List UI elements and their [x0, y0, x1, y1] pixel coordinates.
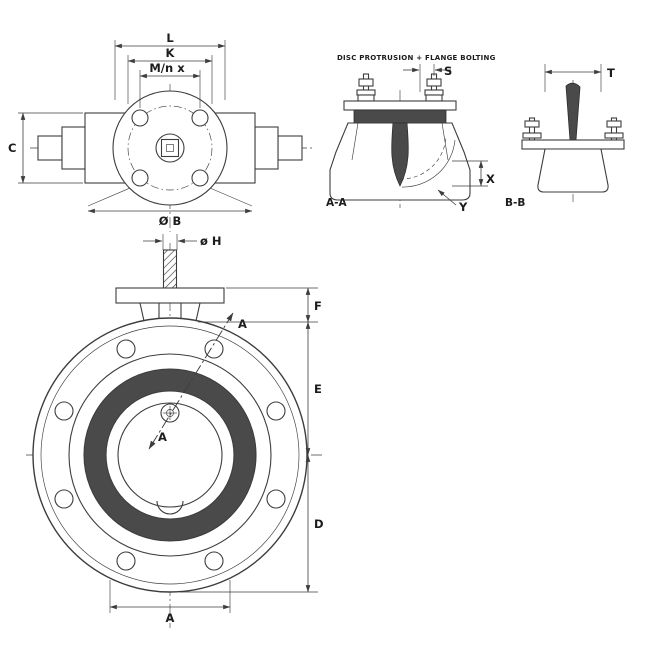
body-inner-wall [351, 122, 359, 161]
dim-label-y: Y [458, 200, 468, 214]
stem-square-drive [160, 138, 180, 158]
extension-line [209, 187, 253, 207]
dim-label-t: T [607, 66, 615, 80]
section-aa-label: A-A [326, 197, 347, 209]
body-inner-wall [441, 122, 449, 161]
dimension-B: Ø B [87, 187, 253, 228]
bolt-hole [191, 169, 209, 187]
bolt-hole [266, 489, 286, 509]
seat-section [353, 109, 447, 124]
bolt-hole [266, 401, 286, 421]
dim-label-mn: M/n x [149, 61, 185, 75]
disc-swing-arc-dashed [399, 136, 447, 180]
neck-outline [195, 302, 201, 322]
leader-arrow [437, 189, 457, 206]
dim-label-k: K [166, 46, 176, 60]
front-view: ø H [26, 234, 324, 628]
bolt-hole [191, 109, 209, 127]
bolt-nut [524, 120, 540, 128]
bolt-nut [426, 78, 442, 87]
bolt-nut [358, 78, 374, 87]
dim-label-f: F [314, 299, 322, 313]
dimension-H: ø H [143, 234, 222, 250]
section-bb-label: B-B [505, 197, 525, 209]
bolt-hole [116, 551, 136, 571]
flange-bolt [522, 117, 542, 141]
bolt-washer [356, 89, 376, 96]
section-cut-line: A A [148, 312, 247, 450]
dimension-S: S [403, 64, 452, 92]
dim-label-a: A [166, 611, 175, 625]
disc-edge-section [565, 82, 581, 141]
bolt-hole [204, 339, 224, 359]
mounting-flange [115, 287, 225, 304]
cut-label-a-bottom: A [158, 430, 167, 444]
dimension-X: X [452, 160, 495, 187]
stem [162, 249, 178, 291]
dimension-L: L [114, 31, 226, 100]
stem-square-hole [166, 144, 174, 152]
dimension-T: T [544, 64, 615, 92]
dim-label-c: C [8, 141, 16, 155]
bolt-hole [54, 401, 74, 421]
dimension-A: A [109, 580, 231, 625]
bolt-washer [522, 132, 542, 139]
stem-boss [155, 133, 185, 163]
dimension-Mn: M/n x [139, 61, 201, 108]
section-aa: DISC PROTRUSION + FLANGE BOLTING [326, 54, 496, 214]
section-bb: T B-B [505, 64, 625, 209]
dimension-K: K [127, 46, 213, 104]
dim-label-x: X [486, 172, 495, 186]
pipe-flange-plate [343, 100, 457, 111]
pipe-stub-right [277, 135, 303, 161]
dim-label-d: D [314, 517, 324, 531]
bolt-washer [424, 89, 444, 96]
flange-outer-edge [32, 317, 308, 593]
extension-line [87, 187, 131, 207]
dim-label-b: Ø B [159, 214, 182, 228]
dimension-C: C [8, 112, 83, 184]
disc-swing-arc [401, 139, 456, 188]
disc-section [391, 122, 409, 187]
dimension-F: F [198, 287, 322, 323]
bolt-nut [606, 120, 622, 128]
bolt-circle [127, 105, 213, 191]
body-step-right [254, 126, 279, 170]
bolt-washer [604, 132, 624, 139]
dim-label-h: ø H [200, 234, 222, 248]
pipe-stub-left [37, 135, 63, 161]
bolt-hole [131, 109, 149, 127]
neck-outline [139, 302, 145, 322]
bolt-hole [54, 489, 74, 509]
flange-bolt [604, 117, 624, 141]
bolt-nut [357, 94, 375, 102]
bolt-hole [131, 169, 149, 187]
cutting-plane-line [148, 312, 234, 450]
section-aa-title: DISC PROTRUSION + FLANGE BOLTING [337, 54, 496, 62]
disc-hub-bottom [156, 500, 184, 515]
dim-label-s: S [444, 64, 452, 78]
body-step-left [61, 126, 86, 170]
dim-label-l: L [166, 31, 174, 45]
bolt-hole [204, 551, 224, 571]
body-section [537, 148, 609, 193]
bolt-nut [425, 94, 443, 102]
dimension-Y: Y [437, 189, 468, 214]
bolt-hole [116, 339, 136, 359]
dim-label-e: E [314, 382, 322, 396]
pipe-flange-plate [521, 139, 625, 150]
cut-label-a-top: A [238, 317, 247, 331]
dimension-E: E [305, 321, 322, 456]
side-view: L K M/n x C Ø B [8, 31, 312, 232]
dimension-D: D [180, 454, 324, 593]
